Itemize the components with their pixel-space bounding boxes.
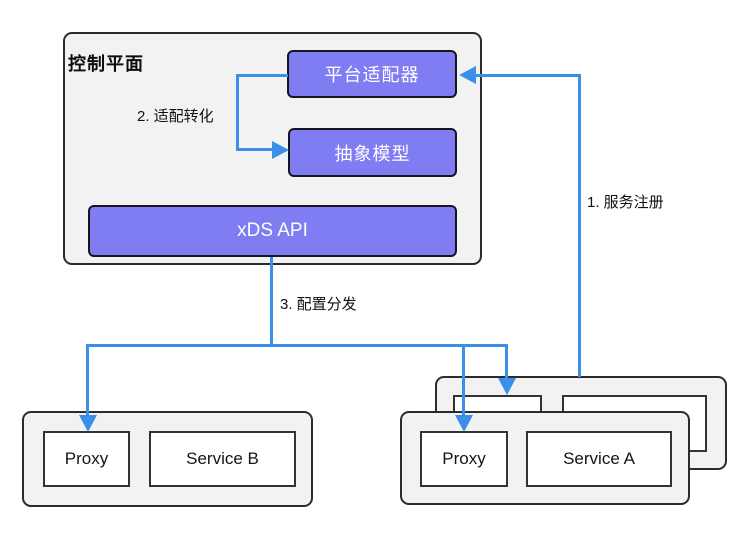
- proxy-label-a: Proxy: [442, 449, 486, 468]
- arrow-distribution-horizontal: [86, 344, 508, 347]
- arrow-adaptation-vertical: [236, 74, 239, 151]
- service-b-label: Service B: [186, 449, 259, 468]
- proxy-box-b: Proxy: [43, 431, 130, 487]
- control-plane-title: 控制平面: [68, 54, 144, 74]
- arrowhead-down-mid-icon: [455, 415, 473, 432]
- arrow-distribution-drop-left: [86, 344, 89, 416]
- service-b-group: Proxy Service B: [22, 411, 313, 507]
- abstract-model-box: 抽象模型: [288, 128, 457, 177]
- arrow-adaptation-top: [236, 74, 288, 77]
- service-b-box: Service B: [149, 431, 296, 487]
- arrow-distribution-drop-right: [505, 344, 508, 379]
- proxy-label-b: Proxy: [64, 449, 109, 468]
- service-a-box: Service A: [526, 431, 672, 487]
- arrow-service-registration-horizontal: [474, 74, 581, 77]
- label-config-distribution: 3. 配置分发: [280, 296, 357, 313]
- label-service-registration: 1. 服务注册: [587, 194, 664, 211]
- xds-api-box: xDS API: [88, 205, 457, 257]
- arrow-distribution-drop-mid: [462, 344, 465, 416]
- arrowhead-down-right-icon: [498, 378, 516, 395]
- arrow-adaptation-bottom: [236, 148, 274, 151]
- arrow-distribution-stem: [270, 257, 273, 346]
- xds-api-label: xDS API: [237, 220, 308, 241]
- platform-adapter-label: 平台适配器: [324, 65, 420, 85]
- service-a-group-front: Proxy Service A: [400, 411, 690, 505]
- label-adaptation-transform: 2. 适配转化: [137, 108, 214, 125]
- arrow-service-registration-vertical: [578, 74, 581, 377]
- proxy-box-a: Proxy: [420, 431, 508, 487]
- abstract-model-label: 抽象模型: [334, 143, 411, 164]
- arrowhead-left-icon: [459, 66, 476, 84]
- arrowhead-right-icon: [272, 141, 289, 159]
- service-a-label: Service A: [563, 449, 635, 468]
- platform-adapter-box: 平台适配器: [287, 50, 457, 98]
- arrowhead-down-left-icon: [79, 415, 97, 432]
